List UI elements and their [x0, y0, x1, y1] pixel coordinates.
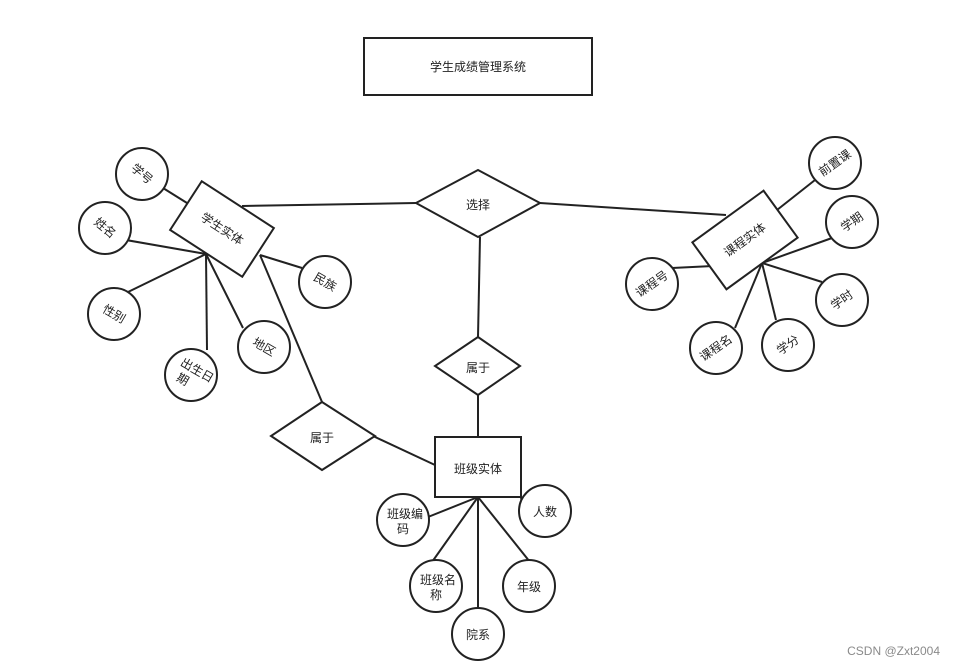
edge-course-cname	[734, 262, 763, 329]
attr-student-nation: 民族	[298, 255, 352, 309]
svg-text:码: 码	[397, 522, 409, 536]
attr-course-term: 学期	[825, 195, 879, 249]
edge-belong2-class	[372, 435, 436, 466]
edge-class-grade	[477, 496, 531, 563]
relation-belong-top-label: 属于	[466, 361, 490, 375]
svg-text:班级编: 班级编	[387, 506, 423, 521]
relation-select-label: 选择	[466, 198, 490, 212]
attr-student-id: 学号	[115, 147, 169, 201]
entity-class-label: 班级实体	[454, 461, 502, 476]
attr-course-hours: 学时	[815, 273, 869, 327]
attr-course-prereq: 前置课	[808, 136, 862, 190]
edge-student-id	[162, 187, 188, 204]
attr-class-grade: 年级	[502, 559, 556, 613]
attr-class-dept: 院系	[451, 607, 505, 661]
attr-student-gender: 性别	[87, 287, 141, 341]
svg-text:人数: 人数	[533, 504, 557, 519]
attr-class-count: 人数	[518, 484, 572, 538]
svg-text:称: 称	[430, 588, 442, 602]
edge-select-belong	[477, 236, 481, 338]
relation-belong-left	[269, 400, 377, 472]
edge-course-credit	[761, 262, 777, 321]
attr-course-cno: 课程号	[625, 257, 679, 311]
edge-select-course	[539, 202, 727, 216]
attr-course-cname: 课程名	[689, 321, 743, 375]
edge-student-nation	[259, 254, 303, 269]
edge-student-gender	[127, 253, 207, 293]
title-text: 学生成绩管理系统	[430, 59, 526, 74]
relation-select	[413, 168, 543, 239]
edges	[125, 179, 833, 609]
edge-class-cname	[431, 496, 479, 563]
attr-student-region: 地区	[237, 320, 291, 374]
svg-text:年级: 年级	[517, 580, 541, 594]
entity-course: 课程实体	[690, 189, 800, 291]
entity-student: 学生实体	[168, 179, 276, 279]
title-box	[363, 37, 593, 96]
edge-student-belong2	[259, 254, 323, 403]
attr-class-code: 班级编 码	[376, 493, 430, 547]
edge-course-term	[761, 237, 833, 264]
attr-class-cname: 班级名 称	[409, 559, 463, 613]
entity-class	[434, 436, 522, 498]
edge-student-birth	[205, 253, 208, 351]
edge-student-name	[125, 239, 207, 255]
edge-class-code	[427, 496, 479, 518]
attr-course-credit: 学分	[761, 318, 815, 372]
attr-student-birthdate: 出生日 期	[164, 348, 218, 402]
edge-course-hours	[761, 262, 823, 283]
relation-belong-top	[433, 335, 522, 397]
edge-course-prereq	[776, 179, 816, 211]
edge-student-region	[205, 253, 244, 329]
edge-student-select	[241, 202, 417, 207]
attr-student-name: 姓名	[78, 201, 132, 255]
relation-belong-left-label: 属于	[310, 431, 334, 445]
svg-text:院系: 院系	[466, 628, 490, 642]
edge-course-cno	[671, 265, 714, 269]
svg-text:班级名: 班级名	[420, 572, 456, 587]
watermark: CSDN @Zxt2004	[847, 644, 940, 658]
